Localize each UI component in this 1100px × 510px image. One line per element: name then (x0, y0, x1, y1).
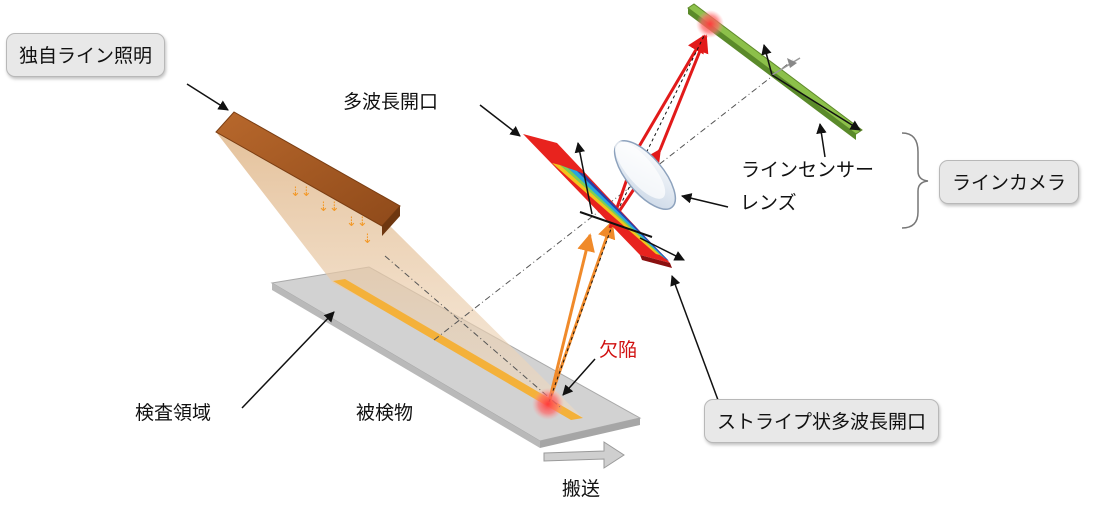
svg-text:⇣: ⇣ (362, 232, 373, 247)
optical-axis (384, 59, 794, 408)
object-label: 被検物 (356, 402, 414, 424)
leader-arrows (186, 83, 827, 409)
illumination-label: 独自ライン照明 (19, 45, 153, 67)
multi-wavelength-aperture (523, 134, 685, 268)
sensor-glow (696, 10, 724, 38)
multi-aperture-label: 多波長開口 (343, 91, 439, 113)
line-sensor-label: ラインセンサー (741, 159, 875, 181)
line-sensor (687, 3, 863, 140)
defect-glow (532, 388, 564, 420)
illumination-bar: ⇣⇣ ⇣⇣ ⇣⇣ ⇣ (215, 111, 401, 247)
svg-text:⇣⇣: ⇣⇣ (318, 200, 340, 215)
transport-label: 搬送 (562, 478, 601, 500)
line-camera-label-box: ラインカメラ (939, 160, 1080, 204)
lens (613, 140, 677, 210)
inspection-area-label: 検査領域 (135, 402, 212, 424)
transport-arrow-icon (543, 441, 625, 469)
defect-label: 欠陥 (599, 339, 638, 361)
illumination-light-fan (216, 132, 583, 418)
svg-text:⇣⇣: ⇣⇣ (290, 185, 312, 200)
line-camera-label: ラインカメラ (952, 172, 1067, 194)
lens-label: レンズ (740, 192, 797, 214)
inspection-line (333, 279, 583, 420)
camera-brackets (901, 132, 929, 229)
svg-text:⇣⇣: ⇣⇣ (346, 215, 368, 230)
stripe-aperture-label: ストライプ状多波長開口 (717, 411, 927, 433)
stripe-aperture-label-box: ストライプ状多波長開口 (704, 399, 940, 443)
illumination-label-box: 独自ライン照明 (6, 33, 166, 77)
